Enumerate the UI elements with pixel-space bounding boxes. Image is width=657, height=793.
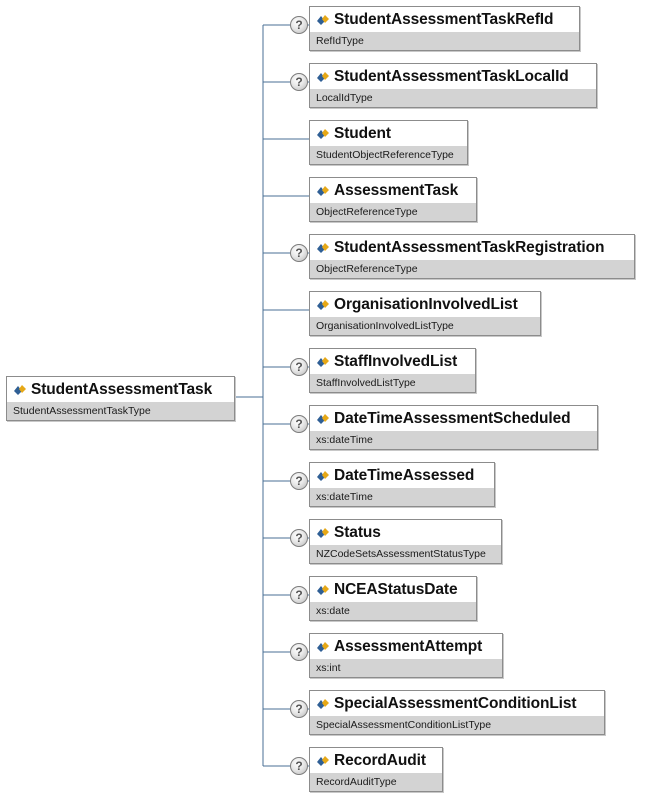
root-element-type: StudentAssessmentTaskType (7, 402, 234, 420)
element-icon (317, 755, 329, 766)
question-mark-icon: ? (290, 757, 308, 775)
element-type: ObjectReferenceType (310, 203, 476, 221)
element-type: xs:date (310, 602, 476, 620)
element-name: AssessmentAttempt (334, 637, 483, 655)
element-name: Student (334, 124, 391, 142)
element-type: SpecialAssessmentConditionListType (310, 716, 604, 734)
element-type: xs:int (310, 659, 502, 677)
element-name: DateTimeAssessed (334, 466, 475, 484)
question-mark-icon: ? (290, 586, 308, 604)
element-type: RecordAuditType (310, 773, 442, 791)
element-icon (317, 71, 329, 82)
element-icon (14, 384, 26, 395)
element-name: StaffInvolvedList (334, 352, 458, 370)
element-name: OrganisationInvolvedList (334, 295, 518, 313)
element-icon (317, 356, 329, 367)
element-name: SpecialAssessmentConditionList (334, 694, 577, 712)
root-element-box[interactable]: StudentAssessmentTask StudentAssessmentT… (6, 376, 235, 421)
element-box-date-time-assessment-scheduled[interactable]: DateTimeAssessmentScheduled xs:dateTime (309, 405, 598, 450)
element-type: ObjectReferenceType (310, 260, 634, 278)
element-name: NCEAStatusDate (334, 580, 458, 598)
element-type: StudentObjectReferenceType (310, 146, 467, 164)
question-mark-icon: ? (290, 16, 308, 34)
question-mark-icon: ? (290, 73, 308, 91)
question-mark-icon: ? (290, 472, 308, 490)
element-icon (317, 413, 329, 424)
element-icon (317, 698, 329, 709)
element-type: OrganisationInvolvedListType (310, 317, 540, 335)
element-box-date-time-assessed[interactable]: DateTimeAssessed xs:dateTime (309, 462, 495, 507)
element-box-assessment-attempt[interactable]: AssessmentAttempt xs:int (309, 633, 503, 678)
element-icon (317, 242, 329, 253)
element-icon (317, 299, 329, 310)
element-type: xs:dateTime (310, 431, 597, 449)
element-name: StudentAssessmentTaskRefId (334, 10, 554, 28)
element-icon (317, 641, 329, 652)
element-type: RefIdType (310, 32, 579, 50)
element-name: DateTimeAssessmentScheduled (334, 409, 571, 427)
element-icon (317, 128, 329, 139)
element-name: RecordAudit (334, 751, 426, 769)
element-box-ncea-status-date[interactable]: NCEAStatusDate xs:date (309, 576, 477, 621)
element-type: NZCodeSetsAssessmentStatusType (310, 545, 501, 563)
root-element-name: StudentAssessmentTask (31, 380, 213, 398)
question-mark-icon: ? (290, 700, 308, 718)
question-mark-icon: ? (290, 358, 308, 376)
element-name: Status (334, 523, 381, 541)
element-icon (317, 14, 329, 25)
element-icon (317, 527, 329, 538)
element-icon (317, 470, 329, 481)
question-mark-icon: ? (290, 643, 308, 661)
question-mark-icon: ? (290, 415, 308, 433)
element-type: LocalIdType (310, 89, 596, 107)
question-mark-icon: ? (290, 244, 308, 262)
element-name: AssessmentTask (334, 181, 459, 199)
element-name: StudentAssessmentTaskLocalId (334, 67, 569, 85)
element-type: StaffInvolvedListType (310, 374, 475, 392)
element-icon (317, 584, 329, 595)
question-mark-icon: ? (290, 529, 308, 547)
element-type: xs:dateTime (310, 488, 494, 506)
element-icon (317, 185, 329, 196)
element-name: StudentAssessmentTaskRegistration (334, 238, 605, 256)
